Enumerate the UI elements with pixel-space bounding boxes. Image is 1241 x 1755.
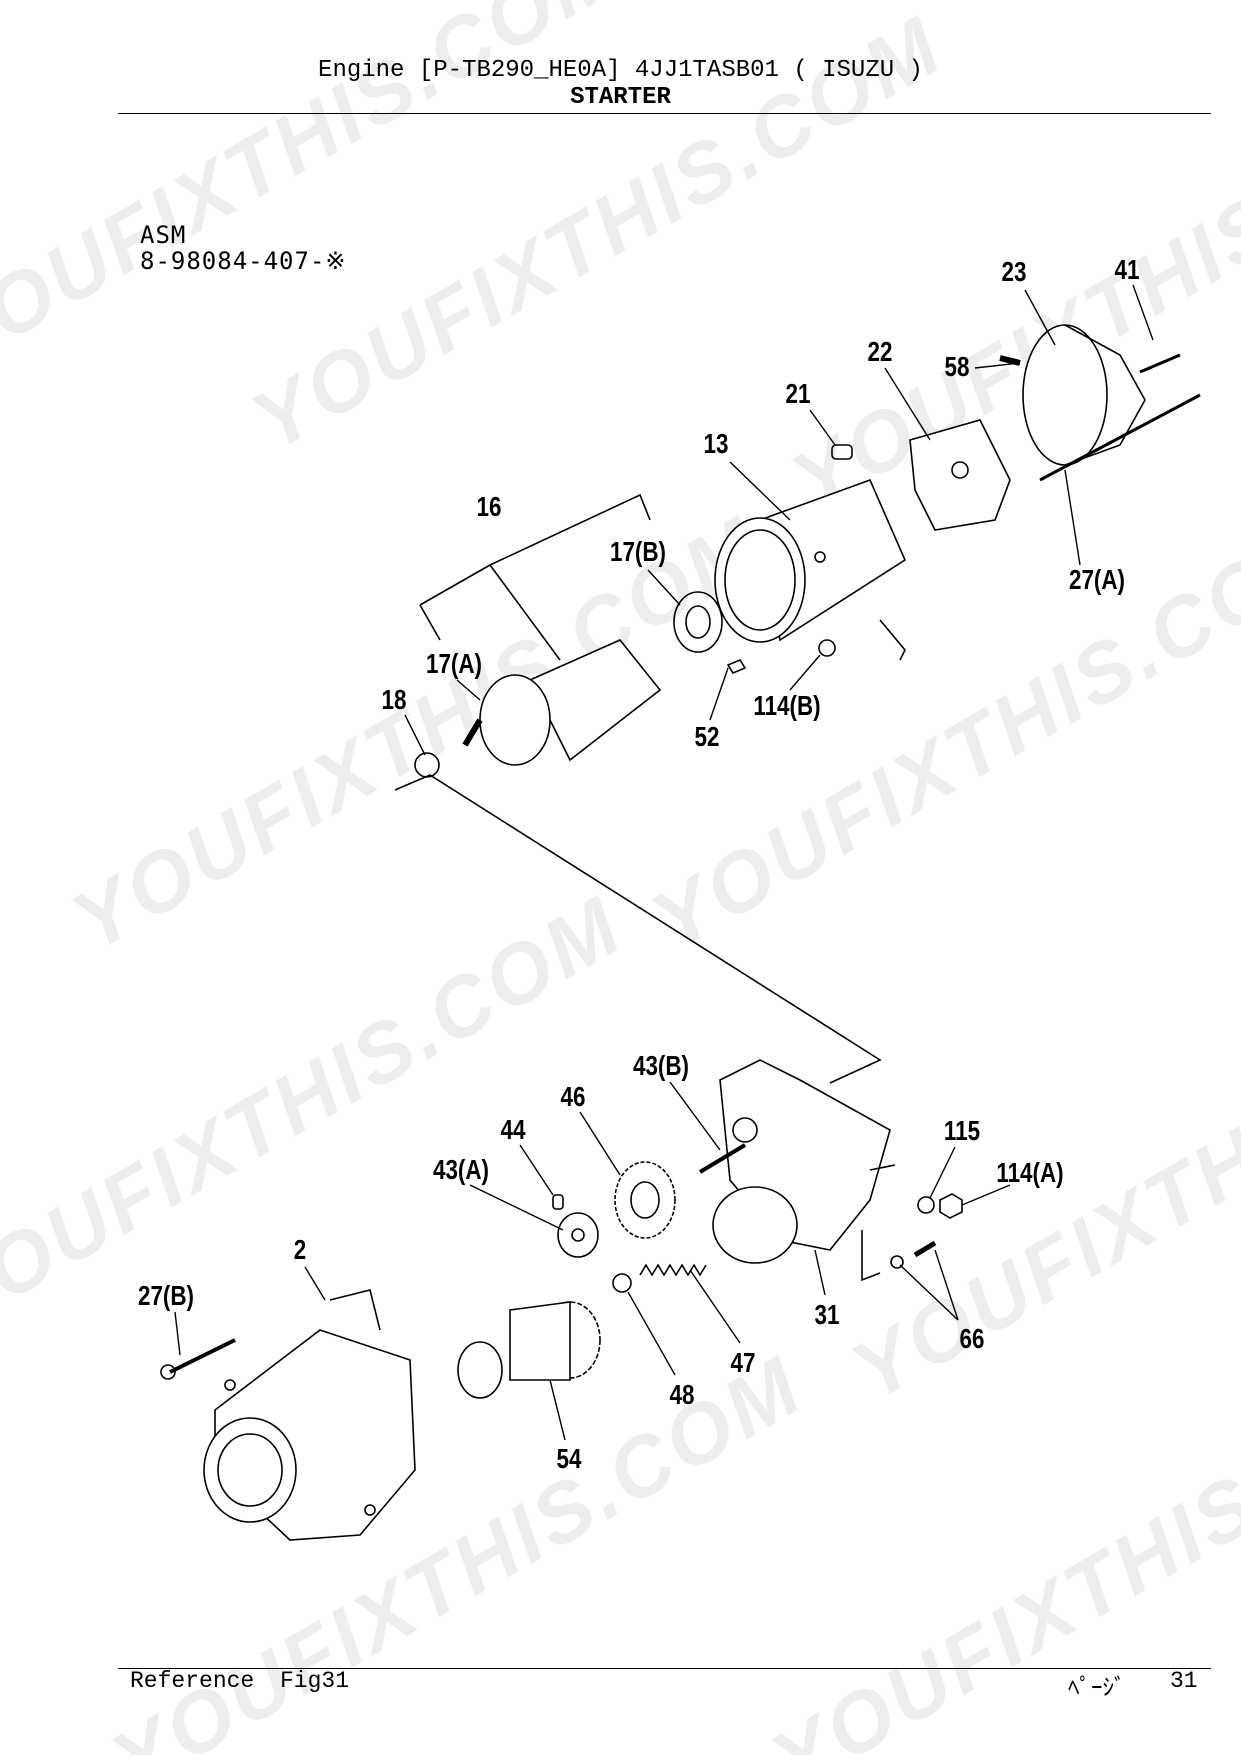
- callout-2: 2: [293, 1234, 307, 1265]
- assembly-part-number: 8-98084-407-※: [140, 247, 347, 275]
- callout-27b: 27(B): [137, 1280, 195, 1311]
- callout-115: 115: [943, 1115, 981, 1146]
- assembly-label: ASM: [140, 221, 187, 249]
- front-housing-part: [160, 1289, 416, 1541]
- callout-58: 58: [944, 351, 970, 382]
- callout-17a: 17(A): [425, 648, 483, 679]
- footer-figure: Fig31: [280, 1668, 350, 1694]
- callout-54: 54: [556, 1443, 582, 1474]
- callout-27a: 27(A): [1068, 564, 1126, 595]
- field-frame-part: [714, 478, 907, 661]
- callout-46: 46: [560, 1081, 586, 1112]
- callout-13: 13: [703, 428, 729, 459]
- section-title: STARTER: [570, 84, 671, 111]
- page-title: Engine [P-TB290_HE0A] 4JJ1TASB01 ( ISUZU…: [318, 57, 923, 84]
- callout-23: 23: [1001, 256, 1027, 287]
- header-divider: [118, 113, 1211, 114]
- armature-part: [419, 493, 662, 766]
- footer-page-number: 31: [1170, 1668, 1198, 1694]
- callout-114a: 114(A): [996, 1157, 1064, 1188]
- footer-divider: [118, 1668, 1211, 1669]
- callout-18: 18: [381, 684, 407, 715]
- callout-17b: 17(B): [609, 536, 667, 567]
- callout-41: 41: [1114, 254, 1140, 285]
- callout-21: 21: [785, 378, 811, 409]
- callout-66: 66: [959, 1323, 985, 1354]
- callout-43a: 43(A): [432, 1154, 490, 1185]
- footer-page-label: ﾍﾟｰｼﾞ: [1068, 1676, 1126, 1702]
- callout-43b: 43(B): [632, 1050, 690, 1081]
- pinion-part: [457, 1301, 601, 1399]
- callout-31: 31: [814, 1299, 840, 1330]
- callout-44: 44: [500, 1114, 526, 1145]
- callout-52: 52: [694, 721, 720, 752]
- callout-22: 22: [867, 336, 893, 367]
- callout-48: 48: [669, 1379, 695, 1410]
- footer-reference-label: Reference: [130, 1668, 255, 1694]
- callout-16: 16: [476, 491, 502, 522]
- callout-114b: 114(B): [753, 690, 821, 721]
- callout-47: 47: [730, 1347, 756, 1378]
- rear-cover-part: [999, 324, 1201, 482]
- drive-housing-part: [698, 1059, 896, 1282]
